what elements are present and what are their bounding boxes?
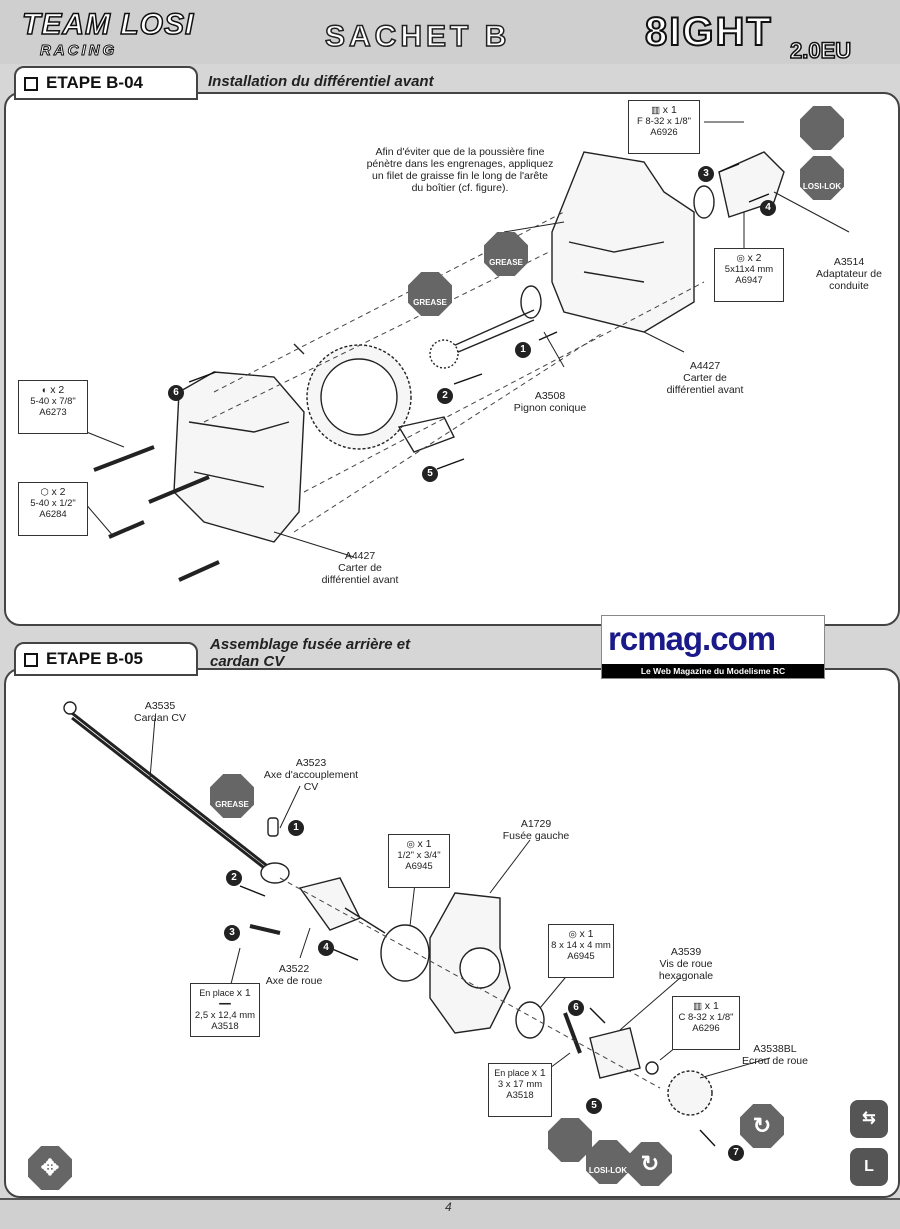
hex-screw-icon: ⬡ — [40, 487, 49, 498]
left-side-icon: L — [850, 1148, 888, 1186]
step-b04-description: Installation du différentiel avant — [208, 73, 434, 90]
step-b05-tab — [14, 642, 198, 676]
rotate-icon: ↻ — [628, 1142, 672, 1186]
wheel-nut — [667, 1070, 713, 1116]
part-box-pin-3x17: En place x 1 3 x 17 mm A3518 — [488, 1063, 552, 1117]
grease-icon: GREASE — [484, 232, 528, 276]
set-screw-icon: ▥ — [693, 1001, 703, 1012]
bearing-top — [693, 185, 715, 219]
losi-lok-icon: LOSI-LOK — [586, 1140, 630, 1184]
label-a3514: A3514 Adaptateur de conduite — [816, 256, 882, 292]
rcmag-tagline: Le Web Magazine du Modelisme RC — [602, 664, 824, 678]
checkbox-icon[interactable] — [24, 76, 38, 91]
move-arrows-icon: ✥ — [28, 1146, 72, 1190]
step-number: 7 — [728, 1145, 744, 1161]
model-logo: 8IGHT — [644, 9, 773, 55]
bearing-small — [515, 1001, 545, 1039]
step-b04-heading: ETAPE B-04 — [24, 73, 143, 93]
coupler-pin — [267, 817, 279, 837]
screw-short — [108, 520, 145, 539]
rcmag-banner[interactable]: rcmag.com Le Web Magazine du Modelisme R… — [601, 615, 825, 679]
part-box-screw-7-8: ◐ x 2 5-40 x 7/8" A6273 — [18, 380, 88, 434]
step-b05-description: Assemblage fusée arrière et cardan CV — [210, 636, 411, 670]
bearing-icon: ◎ — [406, 839, 415, 850]
label-a1729: A1729 Fusée gauche — [502, 818, 570, 842]
set-screw — [645, 1061, 659, 1075]
label-a3508: A3508 Pignon conique — [513, 390, 587, 414]
cv-shaft — [67, 708, 273, 876]
step-number: 6 — [168, 385, 184, 401]
step-number: 4 — [318, 940, 334, 956]
part-box-bearing-8x14: ◎ x 1 8 x 14 x 4 mm A6945 — [548, 924, 614, 978]
bearing-pinion — [520, 285, 542, 319]
screw-bottom — [178, 560, 220, 582]
step-number: 1 — [288, 820, 304, 836]
grease-icon: GREASE — [408, 272, 452, 316]
racing-logo: RACING — [39, 42, 118, 60]
pinion-shaft — [443, 309, 535, 359]
label-a4427-bottom: A4427 Carter de différentiel avant — [321, 550, 399, 586]
part-box-pin-2-5: En place x 1 ━━ 2,5 x 12,4 mm A3518 — [190, 983, 260, 1037]
step-number: 4 — [760, 200, 776, 216]
rcmag-title: rcmag.com — [608, 620, 776, 657]
step-b05-diagram — [63, 701, 771, 1147]
page-footer — [0, 1198, 900, 1229]
step-b04-tab — [14, 66, 198, 100]
small-pin — [249, 924, 281, 935]
step-number: 2 — [437, 388, 453, 404]
step-number: 3 — [698, 166, 714, 182]
pin-icon: ━━ — [219, 999, 231, 1010]
label-a3539: A3539 Vis de roue hexagonale — [658, 946, 714, 982]
label-a3535: A3535 Cardan CV — [134, 700, 186, 724]
grease-icon: GREASE — [210, 774, 254, 818]
part-box-c-screw: ▥ x 1 C 8-32 x 1/8" A6296 — [672, 996, 740, 1050]
step-number: 5 — [422, 466, 438, 482]
bearing-large — [380, 924, 430, 982]
diff-output — [293, 343, 455, 453]
step-number: 6 — [568, 1000, 584, 1016]
step-number: 2 — [226, 870, 242, 886]
part-box-bearing-5x11: ◎ x 2 5x11x4 mm A6947 — [714, 248, 784, 302]
bottle-icon — [548, 1118, 592, 1162]
step-b05-heading: ETAPE B-05 — [24, 649, 143, 669]
label-a3523: A3523 Axe d'accouplement CV — [263, 757, 359, 793]
pin-3x17 — [563, 1012, 582, 1054]
axle — [298, 877, 386, 934]
screw-mid — [148, 475, 210, 504]
cv-yoke — [260, 862, 290, 884]
pinion-gear — [429, 339, 459, 369]
part-box-screw-1-2: ⬡ x 2 5-40 x 1/2" A6284 — [18, 482, 88, 536]
left-right-icon: ⇆ — [850, 1100, 888, 1138]
bag-title: SACHET B — [324, 19, 511, 54]
diff-case-bottom — [173, 371, 305, 543]
bearing-icon: ◎ — [568, 929, 577, 940]
losi-lok-icon: LOSI-LOK — [800, 156, 844, 200]
screw-head-icon: ◐ — [41, 385, 48, 396]
wheel-hex — [589, 1027, 641, 1079]
bottle-icon — [800, 106, 844, 150]
step-b05-title: ETAPE B-05 — [46, 649, 143, 668]
model-sub-logo: 2.0EU — [789, 37, 852, 64]
page-number: 4 — [445, 1200, 452, 1214]
label-a4427-top: A4427 Carter de différentiel avant — [666, 360, 744, 396]
screw-long — [93, 445, 155, 472]
diff-case-top — [551, 151, 695, 333]
checkbox-icon[interactable] — [24, 652, 38, 667]
step-number: 1 — [515, 342, 531, 358]
set-screw-icon: ▥ — [651, 105, 661, 116]
step-b04-title: ETAPE B-04 — [46, 73, 143, 92]
team-losi-logo: TEAM LOSI — [21, 7, 195, 42]
step-b04-diagram — [73, 121, 850, 582]
step-number: 5 — [586, 1098, 602, 1114]
page-header — [0, 0, 900, 64]
label-a3522: A3522 Axe de roue — [265, 963, 323, 987]
grease-note: Afin d'éviter que de la poussière fine p… — [366, 146, 554, 194]
rotate-icon: ↻ — [740, 1104, 784, 1148]
part-box-f-screw: ▥ x 1 F 8-32 x 1/8" A6926 — [628, 100, 700, 154]
bearing-icon: ◎ — [736, 253, 745, 264]
part-box-bearing-1-2: ◎ x 1 1/2" x 3/4" A6945 — [388, 834, 450, 888]
step-number: 3 — [224, 925, 240, 941]
label-a3538bl: A3538BL Ecrou de roue — [742, 1043, 808, 1067]
